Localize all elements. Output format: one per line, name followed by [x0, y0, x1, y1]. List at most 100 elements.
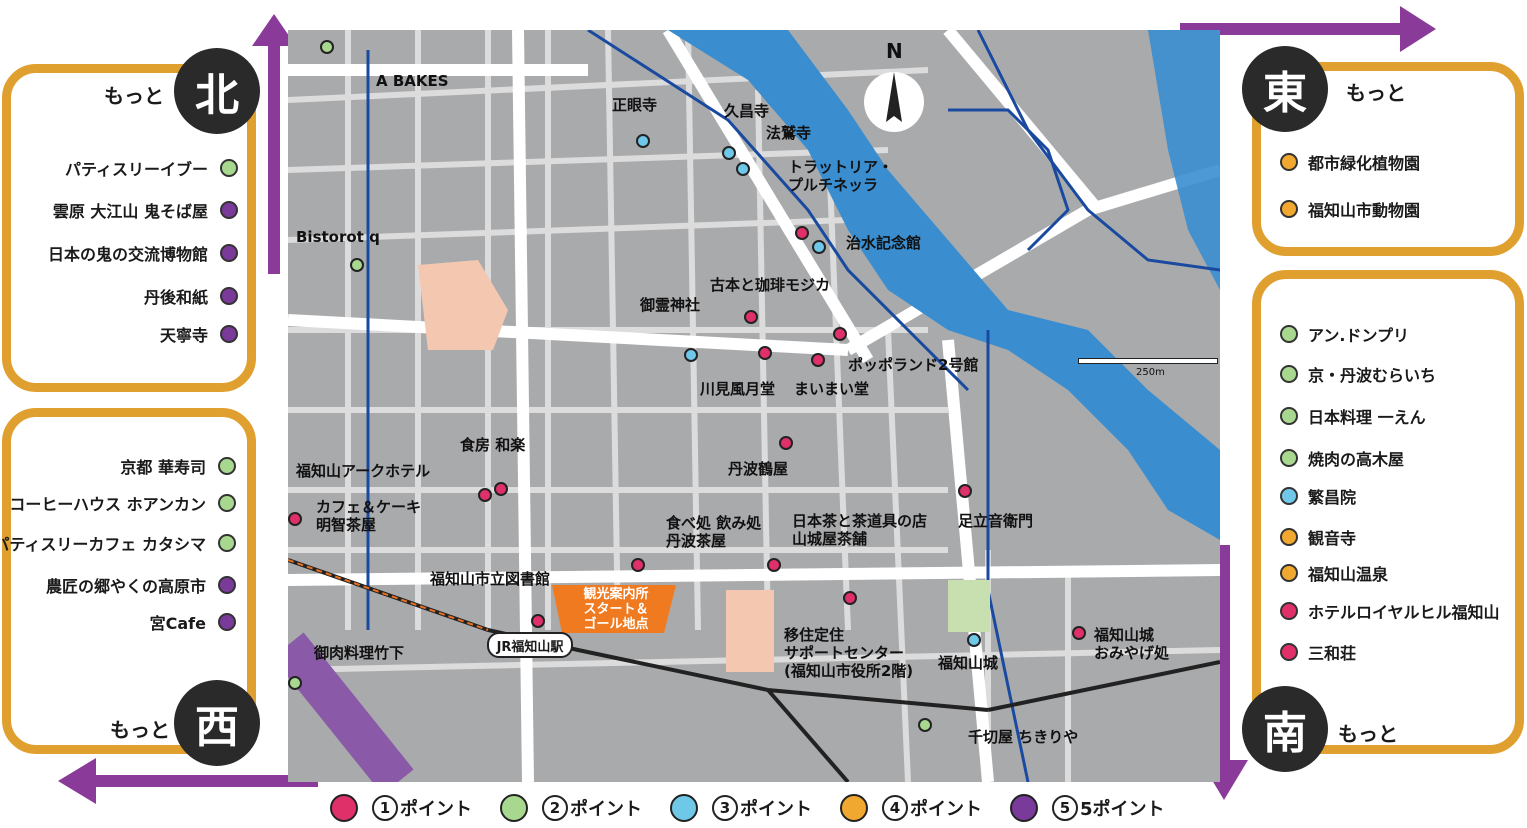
map-place-label[interactable]: ポッポランド2号館	[848, 356, 979, 374]
point-dot-icon	[1280, 528, 1298, 546]
list-item-label: パティスリーカフェ カタシマ	[0, 535, 206, 554]
map-place-label[interactable]: 久昌寺	[724, 102, 770, 120]
map-place-label[interactable]: 福知山市立図書館	[430, 570, 551, 588]
map-pin-icon[interactable]	[918, 718, 932, 732]
map-place-label[interactable]: 法鷲寺	[766, 124, 812, 142]
map-pin-icon[interactable]	[1072, 626, 1086, 640]
west-list-item[interactable]: コーヒーハウス ホアンカン	[9, 491, 236, 515]
map-place-label[interactable]: 足立音衛門	[958, 512, 1034, 530]
map-place-label[interactable]: カフェ＆ケーキ 明智茶屋	[316, 498, 422, 534]
map-place-label[interactable]: 千切屋 ちきりや	[968, 728, 1079, 746]
west-list-item[interactable]: 宮Cafe	[150, 610, 236, 634]
map-pin-icon[interactable]	[636, 134, 650, 148]
east-list-item[interactable]: 都市緑化植物園	[1280, 150, 1420, 174]
map-pin-icon[interactable]	[288, 676, 302, 690]
east-list-item[interactable]: 福知山市動物園	[1280, 197, 1420, 221]
north-list-item[interactable]: パティスリーイブー	[65, 156, 238, 180]
map-place-label[interactable]: 御肉料理竹下	[314, 644, 405, 662]
legend-number: 1	[372, 795, 398, 821]
south-list-item[interactable]: 京・丹波むらいち	[1280, 362, 1436, 386]
point-dot-icon	[1280, 643, 1298, 661]
map-place-label[interactable]: 移住定住 サポートセンター (福知山市役所2階)	[784, 626, 914, 680]
north-list-item[interactable]: 雲原 大江山 鬼そば屋	[53, 198, 238, 222]
south-list-item[interactable]: ホテルロイヤルヒル福知山	[1280, 599, 1500, 623]
north-list-item[interactable]: 天寧寺	[160, 322, 238, 346]
map-place-label[interactable]: トラットリア・ プルチネッラ	[788, 158, 894, 194]
map-pin-icon[interactable]	[758, 346, 772, 360]
point-dot-icon	[1280, 365, 1298, 383]
list-item-label: 京・丹波むらいち	[1308, 366, 1437, 385]
map-pin-icon[interactable]	[811, 353, 825, 367]
south-list-item[interactable]: 日本料理 一えん	[1280, 404, 1426, 428]
station-label[interactable]: JR福知山駅	[487, 632, 573, 658]
map-pin-icon[interactable]	[779, 436, 793, 450]
point-dot-icon	[218, 494, 236, 512]
map-pin-icon[interactable]	[843, 591, 857, 605]
point-dot-icon	[220, 244, 238, 262]
map-pin-icon[interactable]	[744, 310, 758, 324]
south-list-item[interactable]: 三和荘	[1280, 640, 1356, 664]
map-place-label[interactable]: 丹波鶴屋	[728, 460, 789, 478]
west-list-item[interactable]: パティスリーカフェ カタシマ	[0, 531, 236, 555]
map-place-label[interactable]: 食房 和楽	[460, 436, 526, 454]
map-pin-icon[interactable]	[795, 226, 809, 240]
map-pin-icon[interactable]	[812, 240, 826, 254]
map-pin-icon[interactable]	[736, 162, 750, 176]
legend-dot-icon	[670, 794, 698, 822]
map-place-label[interactable]: 福知山城 おみやげ処	[1094, 626, 1170, 662]
list-item-label: 日本の鬼の交流博物館	[47, 245, 208, 264]
list-item-label: 京都 華寿司	[120, 458, 206, 477]
map-pin-icon[interactable]	[478, 488, 492, 502]
point-dot-icon	[1280, 449, 1298, 467]
map-place-label[interactable]: Bistorot q	[296, 228, 380, 246]
list-item-label: 観音寺	[1308, 529, 1357, 548]
map-place-label[interactable]: まいまい堂	[794, 380, 870, 398]
west-badge: 西	[174, 680, 260, 766]
point-dot-icon	[1280, 153, 1298, 171]
map-pin-icon[interactable]	[767, 558, 781, 572]
legend-dot-icon	[1010, 794, 1038, 822]
point-dot-icon	[218, 534, 236, 552]
map-pin-icon[interactable]	[320, 40, 334, 54]
south-list-item[interactable]: 福知山温泉	[1280, 561, 1388, 585]
map-pin-icon[interactable]	[531, 614, 545, 628]
west-list-item[interactable]: 京都 華寿司	[120, 454, 236, 478]
map-place-label[interactable]: 治水記念館	[846, 234, 922, 252]
east-motto: もっと	[1346, 81, 1406, 105]
map-place-label[interactable]: 日本茶と茶道具の店 山城屋茶舗	[792, 512, 928, 548]
tourist-info-label[interactable]: 観光案内所 スタート＆ ゴール地点	[583, 587, 649, 632]
map-pin-icon[interactable]	[833, 327, 847, 341]
map-place-label[interactable]: 御霊神社	[640, 296, 701, 314]
map-base	[288, 30, 1220, 782]
point-dot-icon	[220, 325, 238, 343]
south-list-item[interactable]: 繁昌院	[1280, 484, 1356, 508]
map-pin-icon[interactable]	[967, 633, 981, 647]
north-list-item[interactable]: 丹後和紙	[144, 284, 238, 308]
south-list-item[interactable]: 焼肉の高木屋	[1280, 446, 1404, 470]
west-list-item[interactable]: 農匠の郷やくの高原市	[46, 573, 236, 597]
north-list-item[interactable]: 日本の鬼の交流博物館	[48, 241, 238, 265]
south-list-item[interactable]: アン.ドンプリ	[1280, 322, 1409, 346]
map-pin-icon[interactable]	[958, 484, 972, 498]
map-place-label[interactable]: 福知山城	[938, 654, 999, 672]
south-list-item[interactable]: 観音寺	[1280, 525, 1356, 549]
map-place-label[interactable]: 川見風月堂	[700, 380, 776, 398]
map-place-label[interactable]: A BAKES	[376, 72, 449, 90]
map-pin-icon[interactable]	[631, 558, 645, 572]
map-pin-icon[interactable]	[722, 146, 736, 160]
west-motto: もっと	[110, 718, 170, 742]
legend-label: ポイント	[910, 799, 982, 820]
map-place-label[interactable]: 食べ処 飲み処 丹波茶屋	[666, 514, 762, 550]
map-pin-icon[interactable]	[288, 512, 302, 526]
list-item-label: 天寧寺	[159, 326, 208, 345]
map-place-label[interactable]: 福知山アークホテル	[296, 462, 431, 480]
map-pin-icon[interactable]	[684, 348, 698, 362]
map-place-label[interactable]: 古本と珈琲モジカ	[710, 276, 831, 294]
map-place-label[interactable]: 正眼寺	[612, 96, 658, 114]
map-pin-icon[interactable]	[350, 258, 364, 272]
map-pin-icon[interactable]	[494, 482, 508, 496]
